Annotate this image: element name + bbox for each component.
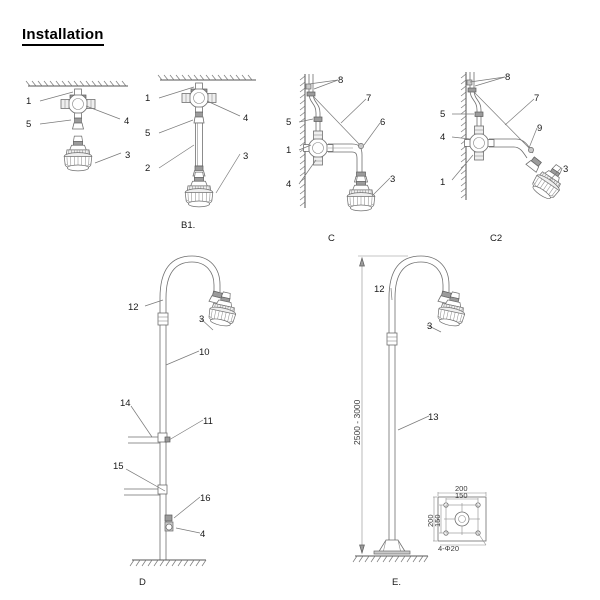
callout-b1-2: 2 (145, 163, 150, 174)
callout-c-5: 5 (286, 117, 291, 128)
callout-c2-7: 7 (534, 93, 539, 104)
page-title: Installation (22, 27, 104, 46)
callout-a-3: 3 (125, 150, 130, 161)
caption-b1: B1. (181, 220, 195, 231)
callout-a-5: 5 (26, 119, 31, 130)
callout-a-4: 4 (124, 116, 129, 127)
callout-b1-3: 3 (243, 151, 248, 162)
callout-c2-5: 5 (440, 109, 445, 120)
callout-c2-3: 3 (563, 164, 568, 175)
callout-c-4: 4 (286, 179, 291, 190)
callout-e-12: 12 (374, 284, 385, 295)
caption-e: E. (392, 577, 401, 588)
figure-B1: 1 4 5 2 3 B1. (145, 74, 256, 231)
callout-c-8: 8 (338, 75, 343, 86)
callout-e-3: 3 (427, 321, 432, 332)
bolt-hole-note: 4-Φ20 (438, 544, 459, 553)
callout-d-10: 10 (199, 347, 210, 358)
callout-d-15: 15 (113, 461, 124, 472)
figure-E: 2500 - 3000 12 3 13 E. (352, 255, 487, 588)
callout-a-1: 1 (26, 96, 31, 107)
dim-plate-height-outer: 200 (426, 514, 435, 527)
dim-plate-width-outer: 200 (455, 484, 468, 493)
callout-c2-8: 8 (505, 72, 510, 83)
callout-c-6: 6 (380, 117, 385, 128)
callout-c2-9: 9 (537, 123, 542, 134)
callout-d-14: 14 (120, 398, 131, 409)
callout-c-3: 3 (390, 174, 395, 185)
caption-d: D (139, 577, 146, 588)
callout-c-1: 1 (286, 145, 291, 156)
figure-C2: 8 7 9 5 4 1 3 C2 (440, 72, 571, 244)
callout-e-13: 13 (428, 412, 439, 423)
callout-b1-4: 4 (243, 113, 248, 124)
figure-A: 1 5 4 3 (25, 80, 130, 172)
caption-c: C (328, 233, 335, 244)
callout-b1-5: 5 (145, 128, 150, 139)
caption-c2: C2 (490, 233, 502, 244)
dimension-pole-height: 2500 - 3000 (352, 399, 362, 445)
callout-d-12: 12 (128, 302, 139, 313)
base-plate-detail: 200 150 200 150 4-Φ20 (426, 484, 487, 553)
dim-plate-height-inner: 150 (433, 514, 442, 527)
callout-b1-1: 1 (145, 93, 150, 104)
figure-C: 8 7 6 5 1 4 3 C (286, 74, 395, 244)
callout-d-11: 11 (203, 416, 213, 427)
callout-d-4: 4 (200, 529, 205, 540)
callout-d-16: 16 (200, 493, 211, 504)
callout-c-7: 7 (366, 93, 371, 104)
dim-plate-width-inner: 150 (455, 491, 468, 500)
callout-c2-4: 4 (440, 132, 445, 143)
callout-d-3: 3 (199, 314, 204, 325)
figure-D: 12 3 10 14 11 15 16 4 D (113, 255, 241, 588)
callout-c2-1: 1 (440, 177, 445, 188)
